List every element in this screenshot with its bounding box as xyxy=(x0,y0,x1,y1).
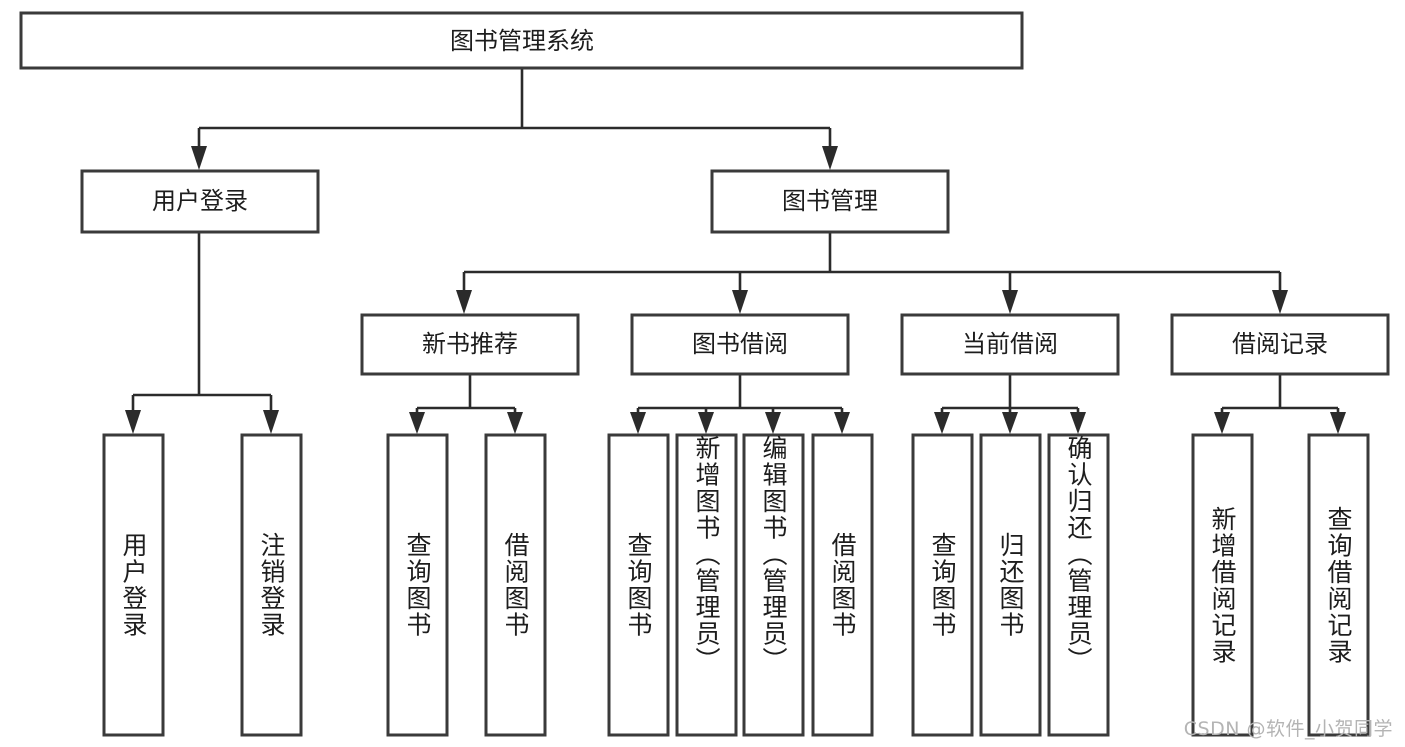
leaf-box-book-borrow-1[interactable] xyxy=(607,433,670,737)
connectors-userlogin-to-leaves xyxy=(125,232,279,434)
arrowhead-newbook-leaf2 xyxy=(507,412,523,434)
node-user-login-box xyxy=(80,169,320,234)
node-user-login[interactable]: 用户登录 xyxy=(80,169,320,234)
node-book-borrow-label: 图书借阅 xyxy=(692,330,788,358)
arrowhead-currentborrow-leaf3 xyxy=(1070,412,1086,434)
connectors-root-to-level2 xyxy=(191,68,838,170)
leaf-box-user-login-1[interactable] xyxy=(102,433,165,737)
arrowhead-current-borrow xyxy=(1002,290,1018,314)
arrowhead-borrow-record xyxy=(1272,290,1288,314)
arrowhead-bookborrow-leaf1 xyxy=(630,412,646,434)
leaf-box-user-login-2[interactable] xyxy=(240,433,303,737)
node-root-system[interactable]: 图书管理系统 xyxy=(19,11,1024,70)
leaf-box-borrow-record-2[interactable] xyxy=(1307,433,1370,737)
arrowhead-userlogin-leaf2 xyxy=(263,410,279,434)
arrowhead-bookborrow-leaf2 xyxy=(698,412,714,434)
node-current-borrow-label: 当前借阅 xyxy=(962,330,1058,358)
node-book-manage-label: 图书管理 xyxy=(782,187,878,215)
node-root-box xyxy=(19,11,1024,70)
node-new-book-recommend[interactable]: 新书推荐 xyxy=(360,313,580,376)
arrowhead-new-book xyxy=(456,290,472,314)
node-borrow-record-box xyxy=(1170,313,1390,376)
arrowhead-book-borrow xyxy=(732,290,748,314)
arrowhead-book-manage xyxy=(822,146,838,170)
node-book-manage-box xyxy=(710,169,950,234)
arrowhead-currentborrow-leaf1 xyxy=(934,412,950,434)
leaf-box-borrow-record-1[interactable] xyxy=(1191,433,1254,737)
leaf-box-current-borrow-2[interactable] xyxy=(979,433,1042,737)
arrowhead-bookborrow-leaf3 xyxy=(765,412,781,434)
connectors-borrowrecord-to-leaves xyxy=(1214,374,1346,434)
leaf-box-current-borrow-3[interactable] xyxy=(1047,433,1110,737)
arrowhead-borrowrecord-leaf1 xyxy=(1214,412,1230,434)
watermark-text: CSDN @软件_小贺同学 xyxy=(1183,718,1393,740)
leaf-box-new-book-2[interactable] xyxy=(484,433,547,737)
node-current-borrow[interactable]: 当前借阅 xyxy=(900,313,1120,376)
leaf-box-book-borrow-4[interactable] xyxy=(811,433,874,737)
connectors-newbook-to-leaves xyxy=(409,374,523,434)
arrowhead-userlogin-leaf1 xyxy=(125,410,141,434)
node-borrow-record-label: 借阅记录 xyxy=(1232,330,1328,358)
node-new-book-recommend-box xyxy=(360,313,580,376)
leaf-box-book-borrow-3[interactable] xyxy=(742,433,805,737)
node-book-borrow[interactable]: 图书借阅 xyxy=(630,313,850,376)
arrowhead-borrowrecord-leaf2 xyxy=(1330,412,1346,434)
connectors-bookmanage-to-level3 xyxy=(456,232,1288,314)
node-book-borrow-box xyxy=(630,313,850,376)
node-book-manage[interactable]: 图书管理 xyxy=(710,169,950,234)
leaf-box-new-book-1[interactable] xyxy=(386,433,449,737)
node-user-login-label: 用户登录 xyxy=(152,187,248,215)
node-root-label: 图书管理系统 xyxy=(450,27,594,55)
arrowhead-newbook-leaf1 xyxy=(409,412,425,434)
node-borrow-record[interactable]: 借阅记录 xyxy=(1170,313,1390,376)
node-current-borrow-box xyxy=(900,313,1120,376)
arrowhead-bookborrow-leaf4 xyxy=(834,412,850,434)
leaf-box-book-borrow-2[interactable] xyxy=(675,433,738,737)
connectors-bookborrow-to-leaves xyxy=(630,374,850,434)
connectors-currentborrow-to-leaves xyxy=(934,374,1086,434)
arrowhead-currentborrow-leaf2 xyxy=(1002,412,1018,434)
node-new-book-recommend-label: 新书推荐 xyxy=(422,330,518,358)
leaf-box-current-borrow-1[interactable] xyxy=(911,433,974,737)
arrowhead-user-login xyxy=(191,146,207,170)
